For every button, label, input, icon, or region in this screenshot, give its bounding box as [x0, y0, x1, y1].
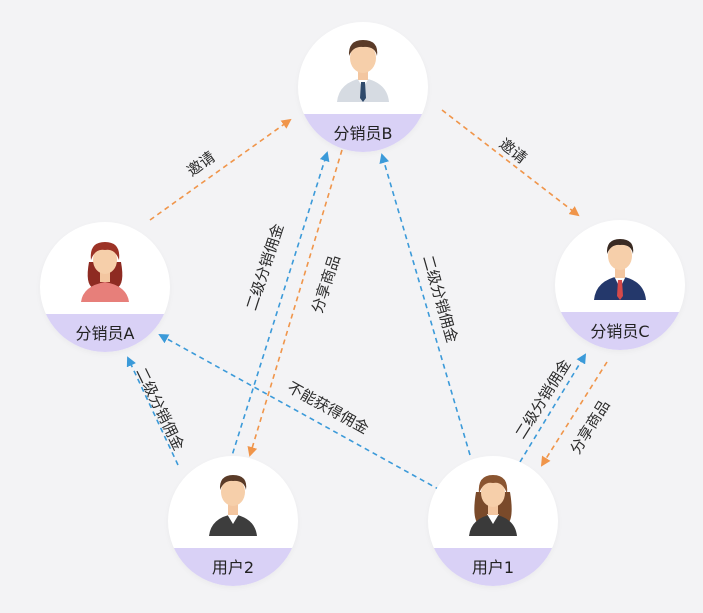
- edge-invite-b-to-c: [441, 109, 580, 217]
- label-band: [428, 548, 558, 586]
- woman-avatar-icon: [469, 475, 517, 536]
- node-distributor-c: 分销员C: [555, 220, 685, 350]
- label-band: [298, 114, 428, 152]
- man-dark-suit-avatar-icon: [594, 239, 646, 300]
- node-label: 分销员A: [75, 324, 135, 343]
- node-label: 分销员C: [590, 322, 650, 341]
- node-user-1: 用户1: [428, 456, 558, 586]
- man-suit-tie-avatar-icon: [337, 40, 389, 102]
- edge-commission-u1-to-b: [379, 153, 471, 456]
- woman-red-hair-avatar-icon: [81, 242, 129, 302]
- label-band: [168, 548, 298, 586]
- label-band: [40, 314, 170, 352]
- edge-invite-a-to-b: [149, 118, 292, 221]
- node-distributor-b: 分销员B: [298, 22, 428, 152]
- edge-share-b-to-u2: [247, 149, 343, 457]
- node-label: 分销员B: [333, 124, 393, 143]
- node-label: 用户2: [211, 558, 255, 577]
- label-band: [555, 312, 685, 350]
- edge-commission-u2-to-a: [126, 356, 179, 466]
- man-avatar-icon: [209, 475, 257, 536]
- node-label: 用户1: [471, 558, 515, 577]
- node-distributor-a: 分销员A: [40, 222, 170, 352]
- edge-commission-u1-to-c: [519, 353, 587, 463]
- edge-share-c-to-u1: [540, 361, 608, 467]
- node-user-2: 用户2: [168, 456, 298, 586]
